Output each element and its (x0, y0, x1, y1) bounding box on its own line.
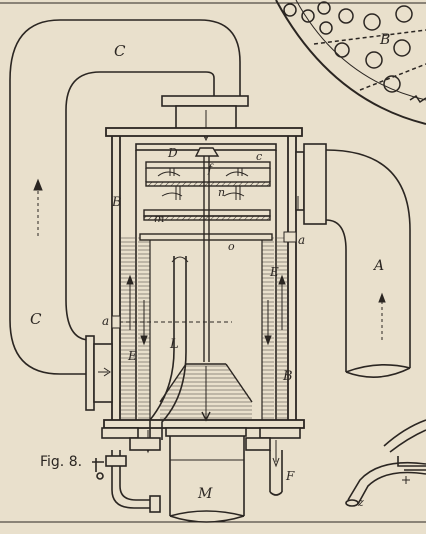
label-c: c (256, 150, 262, 163)
label-o: o (228, 240, 235, 253)
pipe-c (9, 19, 241, 375)
bottom-flanges (101, 427, 301, 451)
page-frame (0, 2, 426, 523)
tray-upper (145, 161, 271, 187)
label-f: F (285, 469, 295, 483)
label-m: M (197, 486, 213, 502)
label-z: z (357, 496, 364, 509)
outlet-m (169, 436, 245, 523)
pipe-a (325, 149, 411, 378)
label-b-right: B (282, 369, 293, 384)
side-inlet (295, 143, 327, 225)
label-f-small: f (207, 162, 214, 175)
flow-arrow-c (33, 178, 43, 236)
drain-pipe-left (92, 450, 161, 513)
label-e-left: E (127, 349, 137, 363)
label-e-right: E (269, 265, 279, 279)
label-a-left: a (102, 314, 109, 328)
central-shaft (159, 147, 253, 422)
label-a-pipe: A (372, 258, 384, 274)
label-b-plate: B (379, 32, 390, 48)
label-m-small: m (154, 212, 164, 225)
flow-arrow-a (378, 292, 386, 340)
jacket-walls (149, 236, 263, 420)
outlet-f (269, 440, 283, 496)
labels: A B B B C C D E E F L M a a c f m n o z (30, 32, 390, 509)
label-l: L (169, 337, 179, 352)
label-a-right: a (298, 233, 305, 247)
label-c-top: C (114, 42, 126, 60)
label-d: D (167, 146, 178, 160)
side-outlet (85, 335, 113, 411)
label-n: n (218, 186, 225, 199)
label-b-left: B (111, 195, 122, 210)
tray-lower (139, 209, 273, 241)
perforated-plate (275, 0, 426, 125)
section-line-a (111, 231, 297, 329)
faucet-z (345, 419, 426, 507)
label-c-left: C (30, 310, 42, 328)
tray-nozzles (157, 168, 249, 200)
figure-caption: Fig. 8. (40, 454, 82, 470)
pipe-l (149, 256, 189, 440)
